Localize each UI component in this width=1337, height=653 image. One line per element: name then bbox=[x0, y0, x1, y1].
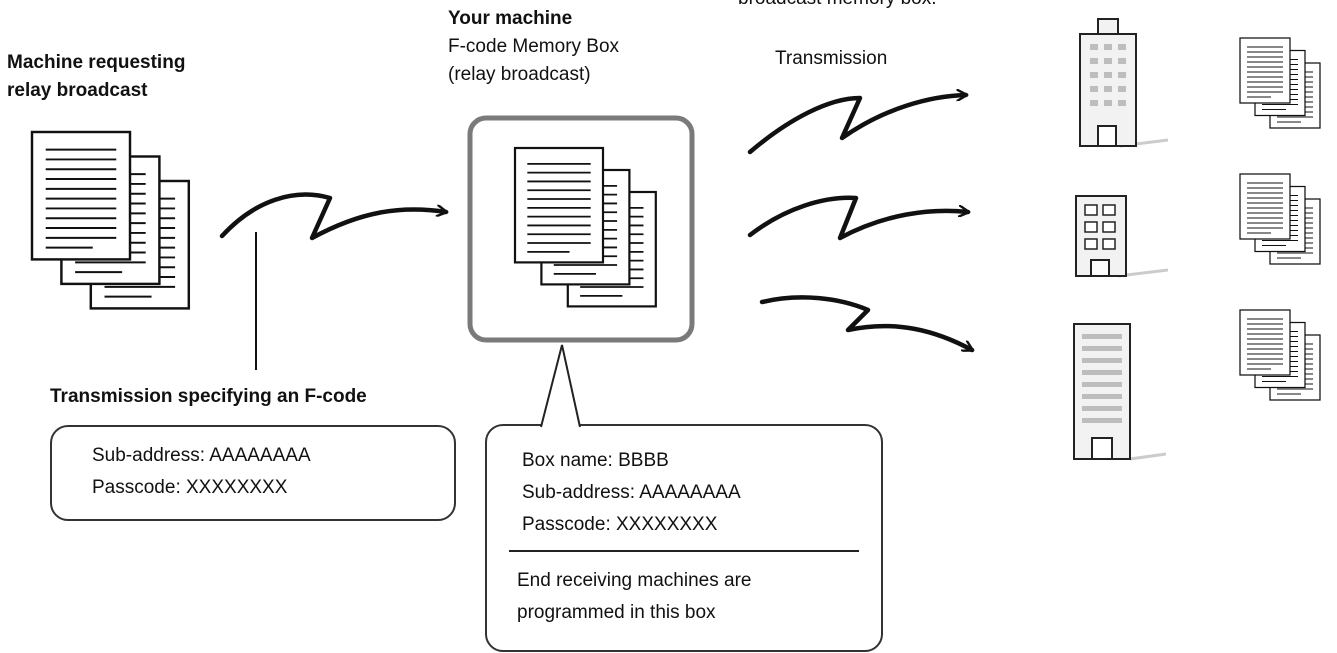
document-stack-icon bbox=[1240, 38, 1320, 128]
your-machine-title: Your machine bbox=[448, 8, 573, 29]
building-icon bbox=[1073, 323, 1167, 461]
callout-passcode-text: Passcode: XXXXXXXX bbox=[522, 514, 718, 535]
transmission-arrow-icon bbox=[747, 95, 966, 155]
end-receiving-note-line1: End receiving machines are bbox=[517, 570, 752, 591]
transmission-arrow-icon bbox=[759, 295, 972, 353]
document-stack-icon bbox=[1240, 174, 1320, 264]
memory-box-label-line1: F-code Memory Box bbox=[448, 36, 620, 57]
subaddress-text: Sub-address: AAAAAAAA bbox=[92, 445, 311, 466]
requesting-document-stack-icon bbox=[32, 132, 189, 308]
transmission-arrow-icon bbox=[219, 192, 446, 241]
building-icon bbox=[1075, 195, 1169, 278]
callout-divider bbox=[509, 550, 859, 552]
memory-box-label-line2: (relay broadcast) bbox=[448, 64, 591, 85]
transmission-arrow-icon bbox=[747, 195, 968, 241]
box-name-text: Box name: BBBB bbox=[522, 450, 669, 471]
fcode-info-box: Sub-address: AAAAAAAA Passcode: XXXXXXXX bbox=[50, 425, 456, 521]
requesting-machine-label-line1: Machine requesting bbox=[7, 52, 186, 73]
requesting-machine-label-line2: relay broadcast bbox=[7, 80, 148, 101]
fcode-transmission-label: Transmission specifying an F-code bbox=[50, 386, 367, 407]
memory-box-settings-callout: Box name: BBBB Sub-address: AAAAAAAA Pas… bbox=[485, 424, 883, 652]
building-icon bbox=[1079, 18, 1169, 148]
cropped-top-text: broadcast memory box. bbox=[738, 0, 937, 12]
end-receiving-note-line2: programmed in this box bbox=[517, 602, 716, 623]
transmission-label: Transmission bbox=[775, 48, 888, 69]
passcode-text: Passcode: XXXXXXXX bbox=[92, 477, 288, 498]
document-stack-icon bbox=[1240, 310, 1320, 400]
callout-subaddress-text: Sub-address: AAAAAAAA bbox=[522, 482, 741, 503]
